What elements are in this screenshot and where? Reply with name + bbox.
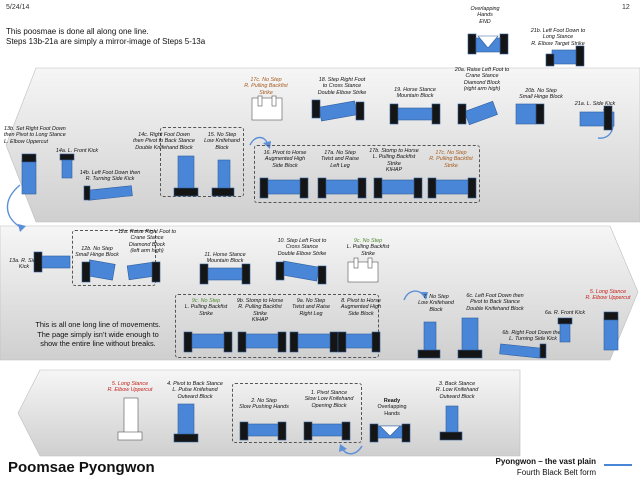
label-step-1: 1. Pivot Stance Slow Low Knifehand Openi… <box>304 390 354 409</box>
label-step-21b: 21b. Left Foot Down to Long Stance R. El… <box>530 28 586 47</box>
label-step-5-right: 5. Long Stance R. Elbow Uppercut <box>585 289 631 302</box>
label-step-14a: 14a. L. Front Kick <box>55 148 99 154</box>
label-step-14b: 14b. Left Foot Down then R. Turning Side… <box>79 170 141 183</box>
page-title: Poomsae Pyongwon <box>8 459 155 476</box>
label-step-14c: 14c. Right Foot Down then Pivot to Back … <box>133 132 195 151</box>
label-step-9b: 9b. Stomp to Horse R. Pulling Backfist S… <box>236 298 284 323</box>
label-step-9a: 9a. No Step Twist and Raise Right Leg <box>292 298 330 317</box>
label-step-8: 8. Pivot to Horse Augmented High Side Bl… <box>340 298 382 317</box>
label-step-3: 3. Back Stance R. Low Knifehand Outward … <box>435 381 479 400</box>
label-step-17b: 17b. Stomp to Horse L. Pulling Backfist … <box>369 148 419 173</box>
label-step-13b: 13b. Set Right Foot Down then Pivot to L… <box>4 126 66 145</box>
header-page-number: 12 <box>622 4 630 11</box>
label-step-16: 16. Pivot to Horse Augmented High Side B… <box>263 150 307 169</box>
label-end: Overlapping Hands END <box>470 6 500 25</box>
label-step-6b: 6b. Right Foot Down then L. Turning Side… <box>502 330 564 343</box>
middle-band-arrow <box>0 225 639 361</box>
label-step-13a: 13a. R. Side Kick <box>9 258 39 271</box>
label-step-11: 11. Horse Stance Mountain Block <box>204 252 246 265</box>
label-step-21a: 21a. L. Side Kick <box>574 101 616 107</box>
curve-arrow-right-mid-head <box>420 292 428 300</box>
label-step-18: 18. Step Right Foot to Cross Stance Doub… <box>317 77 367 96</box>
label-step-15: 15. No Step Low Knifehand Block <box>204 132 240 151</box>
group-box-16-17c <box>254 145 480 203</box>
curve-arrow-left-top <box>6 184 23 229</box>
label-step-9c-top: 9c. No Step L. Pulling Backfist Strike <box>346 238 390 257</box>
line-note: This is all one long line of movements. … <box>35 320 161 349</box>
intro-text: This poosmae is done all along one line.… <box>6 27 306 47</box>
group-box-14c-15 <box>160 127 244 197</box>
label-step-17a: 17a. No Step Twist and Raise Left Leg <box>321 150 359 169</box>
label-step-12b: 12b. No Step Small Hinge Block <box>75 246 119 259</box>
group-box-9c-8 <box>175 294 379 358</box>
label-step-5-left: 5. Long Stance R. Elbow Uppercut <box>107 381 153 394</box>
label-step-10: 10. Step Left Foot to Cross Stance Doubl… <box>277 238 327 257</box>
label-step-12a: 12a. Raise Right Foot to Crane Stance Di… <box>117 229 177 254</box>
label-step-7: 7. No Step Low Knifehand Block <box>418 294 454 313</box>
label-step-4: 4. Pivot to Back Stance L. Pulse Knifeha… <box>167 381 223 400</box>
label-step-6a: 6a. R. Front Kick <box>544 310 586 316</box>
label-step-9c: 9c. No Step L. Pulling Backfist Strike <box>184 298 228 317</box>
label-step-20b: 20b. No Step Small Hinge Block <box>519 88 563 101</box>
label-step-2: 2. No Step Slow Pushing Hands <box>239 398 289 411</box>
form-caption: Pyongwon – the vast plain Fourth Black B… <box>495 457 596 477</box>
caption-accent-line <box>604 464 632 466</box>
curve-arrow-ready-head <box>339 444 347 452</box>
label-step-20a: 20a. Raise Left Foot to Crane Stance Dia… <box>454 67 510 92</box>
label-step-17c: 17c. No Step R. Pulling Backfist Strike <box>429 150 473 169</box>
group-box-12b-12a <box>72 230 156 286</box>
intro-line-1: This poosmae is done all along one line. <box>6 27 149 36</box>
intro-line-2: Steps 13b-21a are simply a mirror-image … <box>6 37 206 46</box>
label-step-19: 19. Horse Stance Mountain Block <box>394 87 436 100</box>
group-box-2-1 <box>232 383 362 443</box>
label-ready: Ready Overlapping Hands <box>377 398 407 417</box>
label-step-6c: 6c. Left Foot Down then Pivot to Back St… <box>466 293 524 312</box>
curve-arrow-left-top-head <box>18 224 26 232</box>
header-date: 5/24/14 <box>6 4 30 11</box>
label-step-17c-top: 17c. No Step R. Pulling Backfist Strike <box>244 77 288 96</box>
